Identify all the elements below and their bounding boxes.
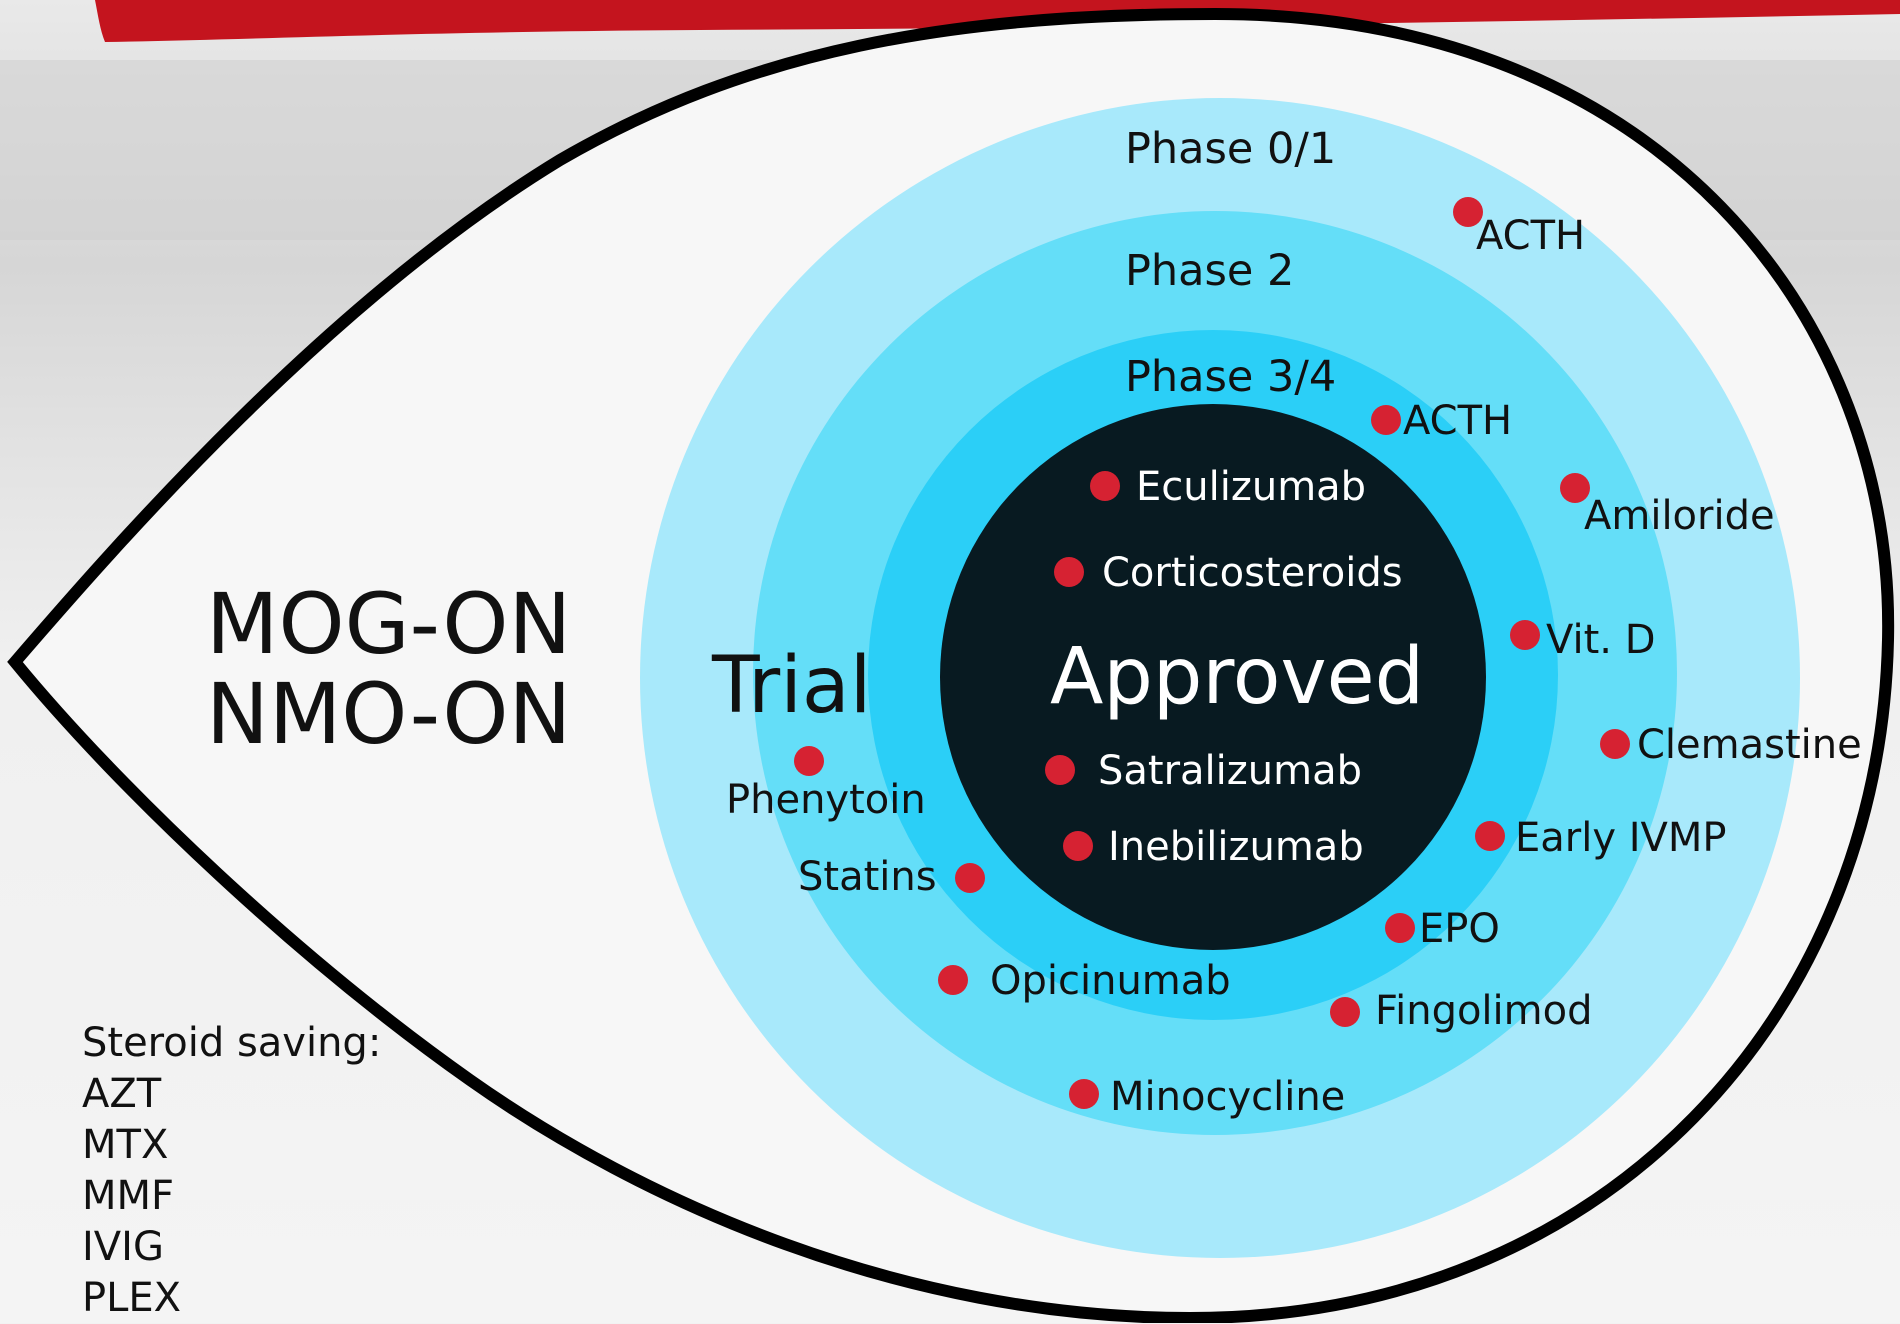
drug-epo: EPO [1419, 906, 1500, 952]
marker-clemastine [1600, 729, 1630, 759]
steroid-saving-item: IVIG [82, 1224, 164, 1270]
drug-phenytoin: Phenytoin [726, 777, 926, 823]
marker-vitd [1510, 620, 1540, 650]
ring-label-phase-2: Phase 2 [1125, 246, 1295, 296]
drug-clemastine: Clemastine [1637, 722, 1862, 768]
drug-corticosteroids: Corticosteroids [1102, 550, 1403, 596]
marker-opicinumab [938, 965, 968, 995]
steroid-saving-item: AZT [82, 1071, 162, 1117]
approved-core [940, 404, 1486, 950]
marker-amiloride [1560, 473, 1590, 503]
drug-eculizumab: Eculizumab [1136, 464, 1367, 510]
drug-acth-phase01: ACTH [1476, 213, 1586, 259]
marker-eculizumab [1090, 471, 1120, 501]
marker-statins [955, 863, 985, 893]
steroid-saving-list: Steroid saving: AZT MTX MMF IVIG PLEX [82, 1018, 381, 1324]
steroid-saving-heading: Steroid saving: [82, 1020, 382, 1066]
drug-opicinumab: Opicinumab [990, 958, 1231, 1004]
marker-early-ivmp [1475, 821, 1505, 851]
ring-label-phase-0-1: Phase 0/1 [1125, 124, 1337, 174]
title-mog-on: MOG-ON [206, 575, 572, 673]
steroid-saving-item: MMF [82, 1173, 175, 1219]
marker-satralizumab [1045, 755, 1075, 785]
marker-phenytoin [794, 746, 824, 776]
steroid-saving-item: MTX [82, 1122, 169, 1168]
marker-corticosteroids [1054, 557, 1084, 587]
drug-inebilizumab: Inebilizumab [1108, 824, 1364, 870]
marker-epo [1385, 913, 1415, 943]
drug-markers [794, 197, 1630, 1109]
ring-label-trial: Trial [712, 641, 872, 731]
ring-label-phase-3-4: Phase 3/4 [1125, 352, 1337, 402]
drug-early-ivmp: Early IVMP [1515, 815, 1727, 861]
drug-fingolimod: Fingolimod [1375, 988, 1593, 1034]
marker-acth-phase01 [1453, 197, 1483, 227]
drug-vitd: Vit. D [1546, 617, 1656, 663]
drug-minocycline: Minocycline [1110, 1074, 1346, 1120]
ring-label-approved: Approved [1050, 632, 1425, 722]
marker-inebilizumab [1063, 831, 1093, 861]
title-nmo-on: NMO-ON [206, 665, 572, 763]
drug-acth-phase34: ACTH [1403, 398, 1513, 444]
marker-acth-phase34 [1371, 405, 1401, 435]
marker-fingolimod [1330, 997, 1360, 1027]
drug-satralizumab: Satralizumab [1098, 748, 1362, 794]
marker-minocycline [1069, 1079, 1099, 1109]
drug-statins: Statins [798, 854, 937, 900]
drug-amiloride: Amiloride [1584, 493, 1775, 539]
steroid-saving-item: PLEX [82, 1275, 182, 1321]
